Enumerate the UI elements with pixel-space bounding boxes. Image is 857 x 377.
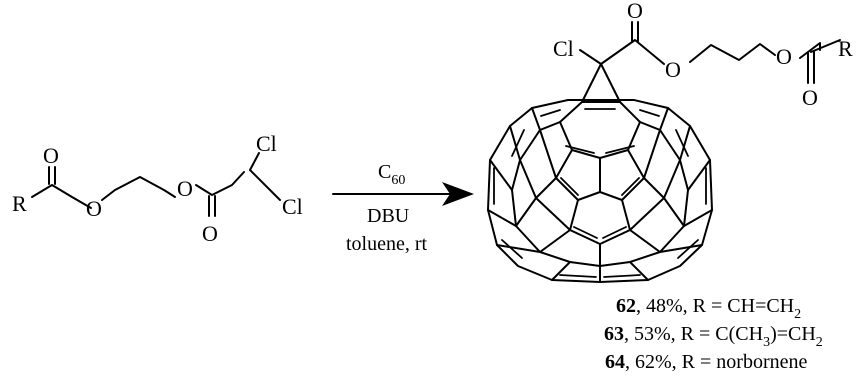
product-cl-label: Cl <box>553 36 574 61</box>
reactant-ester-o1: O <box>86 196 102 221</box>
cage-double-bonds <box>493 108 707 278</box>
solvent-conditions: toluene, rt <box>346 233 428 255</box>
cage-outer-rim <box>487 99 713 283</box>
reactant-carbonyl-2 <box>208 195 216 217</box>
product-carbonyl-top <box>631 21 639 42</box>
reactant-r-label: R <box>12 191 27 216</box>
reaction-arrow-head <box>442 182 474 206</box>
reaction-arrow-group: C60 DBU toluene, rt <box>332 161 474 255</box>
reactant-backbone <box>31 171 245 209</box>
cage-central-pentagon <box>555 157 645 201</box>
reactant-cl-right: Cl <box>282 194 303 219</box>
reactant-ester-o2: O <box>177 176 193 201</box>
reactant-cl-top: Cl <box>256 131 277 156</box>
result-62: 62, 48%, R = CH=CH2 <box>616 295 801 322</box>
product-carbonyl-o-top: O <box>627 0 643 23</box>
reactant-carbonyl-o2: O <box>202 221 218 246</box>
reactant-ccl-bonds <box>249 152 281 201</box>
fullerene-c60-cage <box>487 99 713 283</box>
reactant-carbonyl-1 <box>48 166 56 185</box>
cage-spokes <box>487 107 713 283</box>
cage-inner-lower <box>515 159 685 267</box>
product-structure: Cl O O O O R <box>487 0 853 283</box>
base-dbu: DBU <box>367 205 410 227</box>
results-list: 62, 48%, R = CH=CH2 63, 53%, R = C(CH3)=… <box>604 295 823 373</box>
product-carbonyl-bottom <box>807 39 841 84</box>
product-ester-o1: O <box>665 57 681 82</box>
product-r-label: R <box>838 36 853 61</box>
result-63: 63, 53%, R = C(CH3)=CH2 <box>604 323 823 350</box>
reactant-structure: R O O O O Cl Cl <box>12 131 303 246</box>
product-ester-o2: O <box>776 44 792 69</box>
reagent-c60: C60 <box>378 161 405 188</box>
product-carbonyl-o-bottom: O <box>802 85 818 110</box>
reactant-carbonyl-o: O <box>43 143 59 168</box>
result-64: 64, 62%, R = norbornene <box>605 351 807 373</box>
cyclopropane-bonds <box>581 63 621 103</box>
product-chlorine-bond <box>579 49 602 65</box>
